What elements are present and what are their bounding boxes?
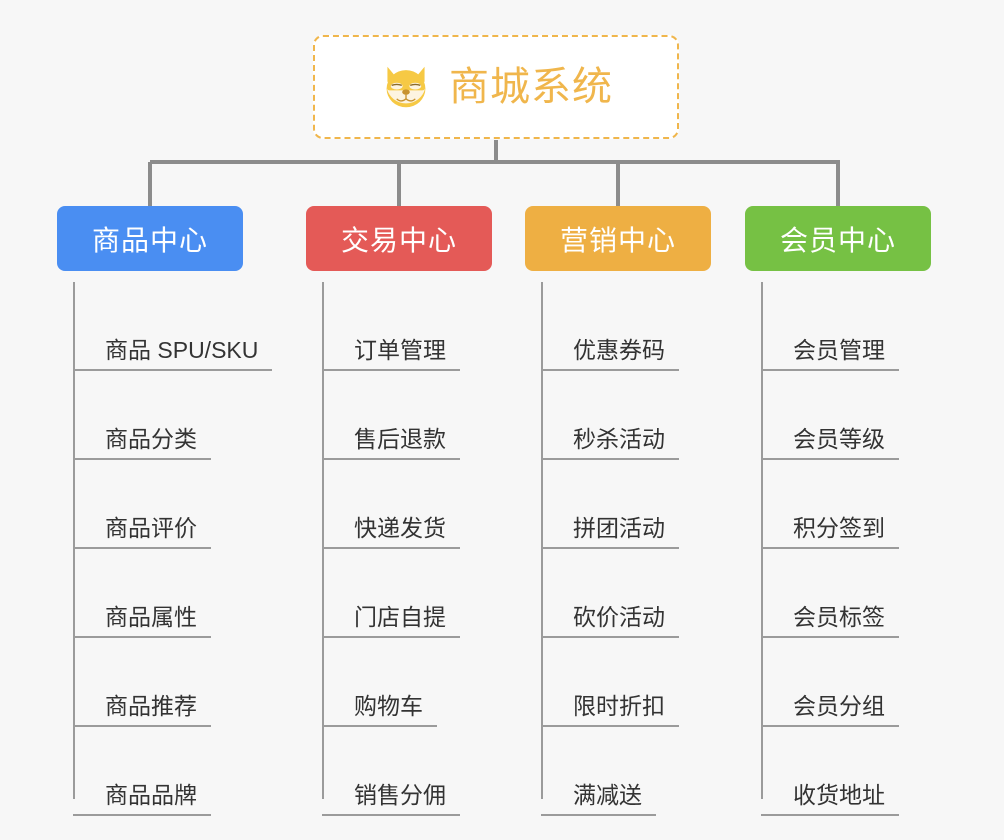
leaf-item[interactable]: 砍价活动	[541, 549, 715, 638]
leaf-item[interactable]: 商品推荐	[73, 638, 247, 727]
leaf-label: 会员标签	[793, 603, 885, 630]
leaf-list-0: 商品 SPU/SKU 商品分类 商品评价 商品属性 商品推荐	[73, 282, 272, 816]
leaf-label: 商品推荐	[105, 692, 197, 719]
category-box-2[interactable]: 营销中心	[525, 206, 711, 271]
leaf-label: 商品分类	[105, 425, 197, 452]
leaf-label: 收货地址	[793, 781, 885, 808]
leaf-label: 门店自提	[354, 603, 446, 630]
category-column-2: 营销中心 优惠券码 秒杀活动 拼团活动 砍价活动	[525, 206, 715, 816]
leaf-label: 售后退款	[354, 425, 446, 452]
leaf-rule	[73, 547, 211, 549]
leaf-label: 快递发货	[354, 514, 446, 541]
leaf-label: 订单管理	[354, 336, 446, 363]
leaf-list-3: 会员管理 会员等级 积分签到 会员标签 会员分组	[761, 282, 935, 816]
leaf-item[interactable]: 会员管理	[761, 282, 935, 371]
leaf-item[interactable]: 售后退款	[322, 371, 496, 460]
leaf-label: 会员管理	[793, 336, 885, 363]
leaf-item[interactable]: 商品品牌	[73, 727, 247, 816]
leaf-rule	[322, 814, 460, 816]
category-box-1[interactable]: 交易中心	[306, 206, 492, 271]
leaf-rule	[541, 725, 679, 727]
leaf-spine-3	[761, 282, 763, 799]
leaf-rule	[541, 814, 656, 816]
leaf-rule	[761, 814, 899, 816]
category-label-0: 商品中心	[91, 224, 208, 256]
root-title: 商城系统	[449, 65, 613, 109]
leaf-item[interactable]: 优惠券码	[541, 282, 715, 371]
leaf-label: 积分签到	[793, 514, 885, 541]
leaf-label: 商品品牌	[105, 781, 197, 808]
leaf-label: 销售分佣	[354, 781, 446, 808]
leaf-item[interactable]: 商品分类	[73, 371, 247, 460]
leaf-rule	[322, 547, 460, 549]
category-label-1: 交易中心	[340, 224, 457, 256]
leaf-spine-1	[322, 282, 324, 799]
leaf-label: 秒杀活动	[573, 425, 665, 452]
leaf-rule	[541, 636, 679, 638]
category-column-3: 会员中心 会员管理 会员等级 积分签到 会员标签	[745, 206, 935, 816]
category-box-0[interactable]: 商品中心	[57, 206, 243, 271]
leaf-rule	[322, 725, 437, 727]
leaf-label: 拼团活动	[573, 514, 665, 541]
leaf-rule	[322, 369, 460, 371]
leaf-list-1: 订单管理 售后退款 快递发货 门店自提 购物车	[322, 282, 496, 816]
category-column-1: 交易中心 订单管理 售后退款 快递发货 门店自提	[306, 206, 496, 816]
leaf-rule	[541, 369, 679, 371]
leaf-label: 优惠券码	[573, 336, 665, 363]
leaf-label: 满减送	[573, 781, 642, 808]
leaf-item[interactable]: 销售分佣	[322, 727, 496, 816]
leaf-item[interactable]: 限时折扣	[541, 638, 715, 727]
leaf-rule	[541, 547, 679, 549]
leaf-rule	[322, 636, 460, 638]
leaf-item[interactable]: 订单管理	[322, 282, 496, 371]
leaf-item[interactable]: 商品 SPU/SKU	[73, 282, 272, 371]
root-node[interactable]: 商城系统	[313, 35, 679, 139]
leaf-list-2: 优惠券码 秒杀活动 拼团活动 砍价活动 限时折扣	[541, 282, 715, 816]
leaf-rule	[761, 458, 899, 460]
leaf-spine-0	[73, 282, 75, 799]
category-label-2: 营销中心	[559, 224, 676, 256]
category-column-0: 商品中心 商品 SPU/SKU 商品分类 商品评价 商品属性	[57, 206, 272, 816]
leaf-rule	[761, 725, 899, 727]
leaf-item[interactable]: 会员分组	[761, 638, 935, 727]
leaf-rule	[761, 547, 899, 549]
leaf-label: 会员等级	[793, 425, 885, 452]
leaf-rule	[761, 636, 899, 638]
leaf-rule	[73, 636, 211, 638]
leaf-item[interactable]: 商品属性	[73, 549, 247, 638]
leaf-label: 商品评价	[105, 514, 197, 541]
leaf-item[interactable]: 满减送	[541, 727, 715, 816]
leaf-item[interactable]: 购物车	[322, 638, 496, 727]
leaf-item[interactable]: 拼团活动	[541, 460, 715, 549]
leaf-item[interactable]: 门店自提	[322, 549, 496, 638]
category-box-3[interactable]: 会员中心	[745, 206, 931, 271]
leaf-rule	[322, 458, 460, 460]
leaf-rule	[73, 814, 211, 816]
leaf-rule	[541, 458, 679, 460]
leaf-item[interactable]: 秒杀活动	[541, 371, 715, 460]
leaf-rule	[73, 369, 272, 371]
leaf-item[interactable]: 会员等级	[761, 371, 935, 460]
leaf-item[interactable]: 会员标签	[761, 549, 935, 638]
leaf-label: 商品属性	[105, 603, 197, 630]
shiba-dog-icon	[386, 66, 426, 108]
leaf-label: 砍价活动	[573, 603, 665, 630]
leaf-label: 购物车	[354, 692, 423, 719]
leaf-rule	[73, 725, 211, 727]
leaf-rule	[73, 458, 211, 460]
leaf-item[interactable]: 收货地址	[761, 727, 935, 816]
leaf-label: 商品 SPU/SKU	[105, 336, 259, 363]
leaf-item[interactable]: 快递发货	[322, 460, 496, 549]
leaf-item[interactable]: 商品评价	[73, 460, 247, 549]
leaf-label: 会员分组	[793, 692, 885, 719]
category-label-3: 会员中心	[779, 224, 896, 256]
leaf-item[interactable]: 积分签到	[761, 460, 935, 549]
leaf-spine-2	[541, 282, 543, 799]
leaf-rule	[761, 369, 899, 371]
leaf-label: 限时折扣	[573, 692, 665, 719]
